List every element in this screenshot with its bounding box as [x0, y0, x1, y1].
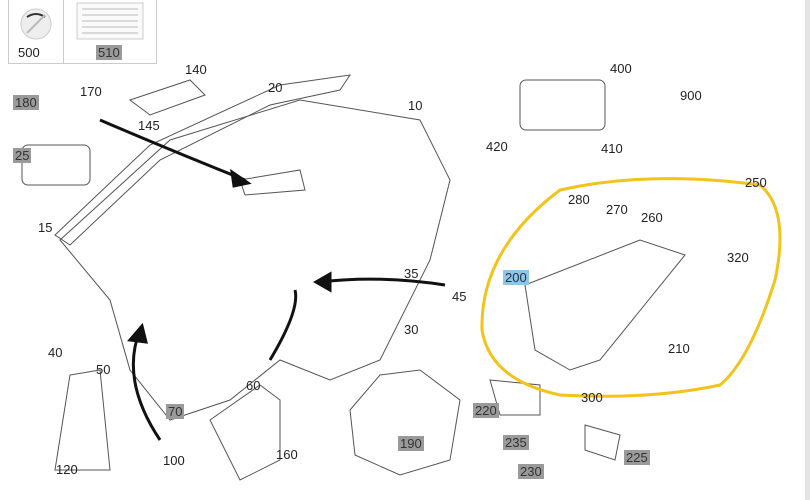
part-label-30[interactable]: 30 — [404, 322, 419, 337]
part-label-500[interactable]: 500 — [18, 45, 40, 60]
part-label-510[interactable]: 510 — [96, 45, 122, 60]
information-label-icon — [76, 2, 144, 40]
part-label-10[interactable]: 10 — [408, 98, 423, 113]
part-label-145[interactable]: 145 — [138, 118, 160, 133]
part-label-25[interactable]: 25 — [13, 148, 32, 163]
part-label-160[interactable]: 160 — [276, 447, 298, 462]
part-label-100[interactable]: 100 — [163, 453, 185, 468]
part-label-280[interactable]: 280 — [568, 192, 590, 207]
part-label-60[interactable]: 60 — [246, 378, 261, 393]
part-label-40[interactable]: 40 — [48, 345, 63, 360]
part-label-210[interactable]: 210 — [668, 341, 690, 356]
part-140 — [128, 79, 206, 116]
part-label-70[interactable]: 70 — [166, 404, 185, 419]
part-label-300[interactable]: 300 — [581, 390, 603, 405]
part-label-250[interactable]: 250 — [745, 175, 767, 190]
part-190-cluster — [349, 369, 461, 476]
part-label-270[interactable]: 270 — [606, 202, 628, 217]
legend-box-510: 510 — [63, 0, 157, 64]
part-label-120[interactable]: 120 — [56, 462, 78, 477]
defroster-trim-20 — [54, 74, 352, 246]
part-label-230[interactable]: 230 — [518, 464, 544, 479]
part-label-260[interactable]: 260 — [641, 210, 663, 225]
part-label-190[interactable]: 190 — [398, 436, 424, 451]
part-160 — [209, 384, 281, 481]
part-label-400[interactable]: 400 — [610, 61, 632, 76]
part-200-glovebox — [524, 239, 686, 371]
part-label-140[interactable]: 140 — [185, 62, 207, 77]
part-25 — [21, 144, 91, 186]
part-label-20[interactable]: 20 — [268, 80, 283, 95]
part-label-220[interactable]: 220 — [473, 403, 499, 418]
part-label-235[interactable]: 235 — [503, 435, 529, 450]
part-120 — [54, 369, 111, 471]
part-label-200[interactable]: 200 — [503, 270, 529, 285]
part-400-airbag — [519, 79, 606, 131]
airbag-warning-sticker-icon — [20, 8, 52, 40]
part-label-50[interactable]: 50 — [96, 362, 111, 377]
part-label-15[interactable]: 15 — [38, 220, 53, 235]
part-label-420[interactable]: 420 — [486, 139, 508, 154]
part-label-900[interactable]: 900 — [680, 88, 702, 103]
part-label-225[interactable]: 225 — [624, 450, 650, 465]
part-label-170[interactable]: 170 — [80, 84, 102, 99]
part-label-45[interactable]: 45 — [452, 289, 467, 304]
part-label-180[interactable]: 180 — [13, 95, 39, 110]
part-label-35[interactable]: 35 — [404, 266, 419, 281]
legend-box-500: 500 — [8, 0, 65, 64]
part-label-320[interactable]: 320 — [727, 250, 749, 265]
right-edge-strip — [805, 0, 810, 500]
dashboard-carrier — [59, 99, 451, 421]
glovebox-highlight-ellipse — [480, 177, 782, 398]
part-label-410[interactable]: 410 — [601, 141, 623, 156]
